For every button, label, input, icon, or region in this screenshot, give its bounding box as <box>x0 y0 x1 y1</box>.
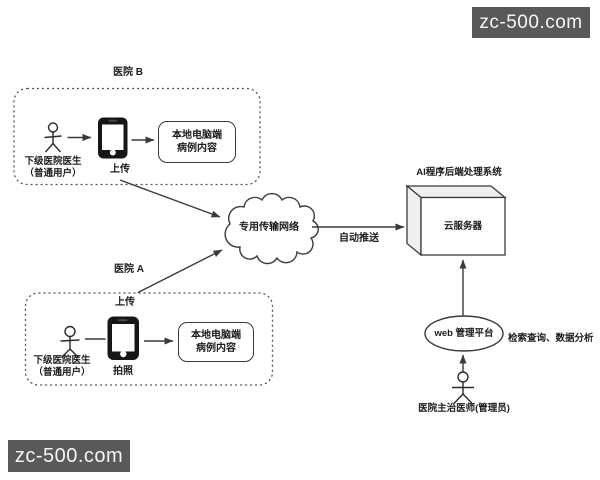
admin-person-icon <box>452 371 474 405</box>
content-box-a-line1: 本地电脑端 <box>191 330 241 341</box>
upload-a-caption: 上传 <box>115 297 135 308</box>
cloud-server-cube <box>405 184 507 257</box>
doctor-b-label-line1: 下级医院医生 <box>24 156 82 167</box>
phone-b-caption: 上传 <box>110 163 130 175</box>
doctor-b-label-line2: （普通用户） <box>24 168 82 179</box>
phone-a-caption: 拍照 <box>113 365 133 377</box>
arrow-upload-a-to-cloud <box>137 249 223 294</box>
hospital-b-boundary <box>13 87 261 186</box>
arrow-upload-b-to-cloud <box>119 179 221 218</box>
content-box-a: 本地电脑端 病例内容 <box>178 322 254 362</box>
content-box-b-line1: 本地电脑端 <box>172 130 222 141</box>
phone-b-icon <box>98 117 128 159</box>
doctor-a-label-line1: 下级医院医生 <box>33 355 91 366</box>
cloud-server-label: 云服务器 <box>443 221 482 232</box>
doctor-a-label-line2: （普通用户） <box>33 367 91 378</box>
doctor-a-label: 下级医院医生 （普通用户） <box>22 355 102 379</box>
ai-system-label: AI程序后端处理系统 <box>416 166 502 178</box>
cloud-label: 专用传输网络 <box>239 222 299 233</box>
web-platform-ellipse <box>424 315 504 352</box>
network-cloud-shape <box>224 192 319 265</box>
watermark-bottom-text: zc-500.com <box>14 444 124 467</box>
doctor-a-person-icon <box>60 325 80 358</box>
admin-label: 医院主治医师(管理员) <box>418 403 510 414</box>
doctor-b-label: 下级医院医生 （普通用户） <box>13 156 93 180</box>
web-platform-label: web 管理平台 <box>434 328 494 339</box>
auto-push-label: 自动推送 <box>339 233 379 244</box>
phone-a-icon <box>107 316 139 360</box>
content-box-b: 本地电脑端 病例内容 <box>158 121 236 163</box>
watermark-bottom-left: zc-500.com <box>8 440 130 472</box>
watermark-top-right: zc-500.com <box>472 7 590 38</box>
content-box-a-line2: 病例内容 <box>196 343 236 354</box>
doctor-b-person-icon <box>44 122 62 153</box>
hospital-b-title: 医院 B <box>113 67 143 78</box>
hospital-a-title: 医院 A <box>114 264 144 275</box>
content-box-b-line2: 病例内容 <box>177 143 217 154</box>
hospital-a-boundary <box>24 292 274 386</box>
search-analysis-label: 检索查询、数据分析 <box>508 333 594 344</box>
watermark-top-text: zc-500.com <box>479 11 583 33</box>
